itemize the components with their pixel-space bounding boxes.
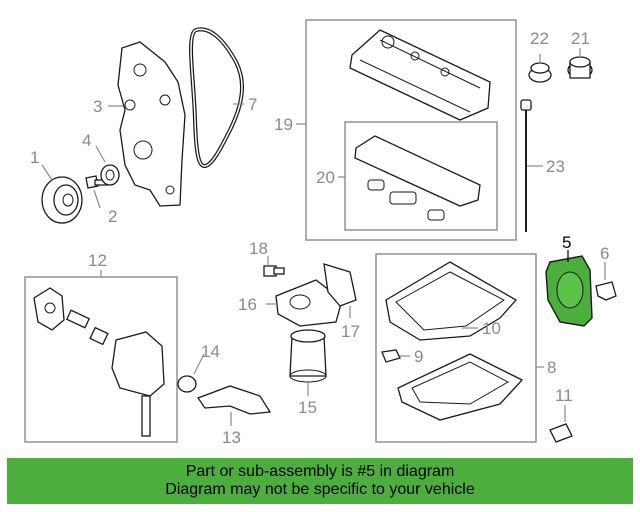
callout-3: 3 (93, 97, 102, 116)
lower-oil-pan-part (397, 353, 524, 421)
timing-cover-part (117, 41, 186, 207)
callout-16: 16 (238, 295, 257, 314)
seal-part (595, 281, 617, 301)
upper-oil-pan-part (385, 261, 518, 341)
oil-pump-assembly-part (33, 287, 165, 437)
callout-12: 12 (88, 251, 107, 270)
callout-5: 5 (562, 233, 571, 252)
group-box-19 (305, 19, 517, 241)
rear-seal-housing-part-highlighted (545, 255, 593, 327)
callout-9: 9 (414, 347, 423, 366)
callout-17: 17 (341, 322, 360, 341)
callout-11: 11 (555, 386, 573, 405)
callout-10: 10 (482, 319, 501, 338)
pulley-bolt-part (85, 175, 108, 189)
callout-13: 13 (222, 428, 241, 447)
oil-filler-cap-part (567, 56, 593, 79)
oil-pan-gasket-part (381, 349, 401, 363)
callout-21: 21 (571, 29, 590, 48)
callout-4: 4 (82, 131, 91, 150)
housing-bolt-part (263, 265, 285, 277)
front-seal-part (100, 164, 120, 186)
filter-bracket-part (323, 263, 357, 307)
crank-pulley-part (41, 176, 83, 224)
oil-filter-housing-part (275, 279, 343, 327)
callout-6: 6 (600, 244, 609, 263)
callout-22: 22 (530, 29, 549, 48)
group-box-8 (375, 253, 537, 443)
banner-line-1: Part or sub-assembly is #5 in diagram (185, 463, 455, 480)
drain-plug-part (549, 423, 573, 443)
o-ring-part (177, 375, 197, 393)
oil-filter-part (289, 329, 327, 383)
engine-mount-bracket-part (196, 385, 272, 415)
callout-23: 23 (546, 157, 565, 176)
callout-8: 8 (547, 358, 556, 377)
callout-20: 20 (316, 168, 335, 187)
callout-1: 1 (30, 148, 39, 167)
exploded-parts-diagram: 1 2 3 4 5 6 7 8 9 10 11 12 13 14 15 16 1… (24, 19, 617, 447)
valve-cover-part (349, 29, 491, 121)
callout-7: 7 (248, 95, 257, 114)
callout-15: 15 (298, 398, 317, 417)
part-info-banner: Part or sub-assembly is #5 in diagram Di… (7, 458, 633, 504)
valve-cover-gasket-part (354, 135, 481, 221)
breather-grommet-part (528, 62, 552, 83)
callout-18: 18 (249, 239, 268, 258)
callout-14: 14 (201, 342, 220, 361)
group-box-20 (344, 121, 498, 231)
callout-19: 19 (274, 115, 293, 134)
timing-chain-part (189, 27, 244, 168)
dipstick-part (520, 99, 532, 232)
banner-line-2: Diagram may not be specific to your vehi… (165, 481, 475, 498)
callout-2: 2 (108, 207, 117, 226)
